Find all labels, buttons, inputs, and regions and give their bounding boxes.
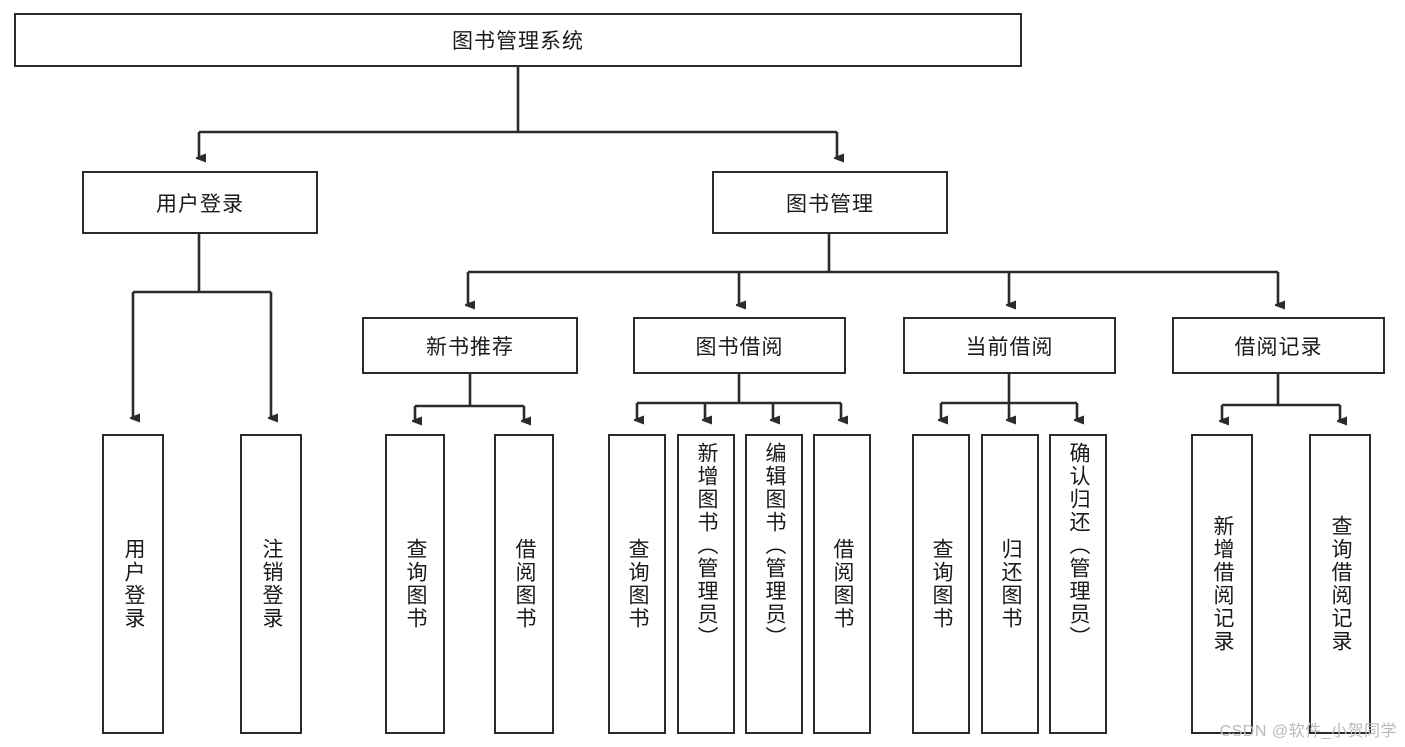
leaf-add-book-admin[interactable]: 新增图书（管理员）: [677, 434, 735, 734]
leaf-query-book-current[interactable]: 查询图书: [912, 434, 970, 734]
leaf-return-book[interactable]: 归还图书: [981, 434, 1039, 734]
node-label: 确认归还（管理员）: [1067, 442, 1091, 649]
node-label: 用户登录: [156, 192, 244, 216]
node-borrow-record[interactable]: 借阅记录: [1172, 317, 1385, 374]
leaf-borrow-book-recommend[interactable]: 借阅图书: [494, 434, 554, 734]
node-label: 新增借阅记录: [1211, 515, 1235, 653]
node-label: 当前借阅: [965, 335, 1054, 359]
node-label: 新书推荐: [426, 335, 514, 359]
csdn-watermark: CSDN @软件_小贺同学: [1219, 723, 1397, 740]
leaf-edit-book-admin[interactable]: 编辑图书（管理员）: [745, 434, 803, 734]
node-label: 注销登录: [260, 538, 284, 630]
leaf-query-book-borrow[interactable]: 查询图书: [608, 434, 666, 734]
node-label: 查询图书: [930, 538, 954, 630]
node-label: 用户登录: [122, 538, 146, 630]
node-label: 图书管理系统: [452, 30, 584, 53]
node-book-management[interactable]: 图书管理: [712, 171, 948, 234]
node-root-book-management-system[interactable]: 图书管理系统: [14, 13, 1022, 67]
node-book-borrow[interactable]: 图书借阅: [633, 317, 846, 374]
node-label: 新增图书（管理员）: [695, 442, 719, 649]
leaf-query-borrow-record[interactable]: 查询借阅记录: [1309, 434, 1371, 734]
leaf-user-login[interactable]: 用户登录: [102, 434, 164, 734]
leaf-confirm-return-admin[interactable]: 确认归还（管理员）: [1049, 434, 1107, 734]
node-new-book-recommend[interactable]: 新书推荐: [362, 317, 578, 374]
node-label: 借阅记录: [1234, 335, 1323, 359]
node-label: 查询借阅记录: [1329, 515, 1353, 653]
node-label: 编辑图书（管理员）: [763, 442, 787, 649]
leaf-query-book-recommend[interactable]: 查询图书: [385, 434, 445, 734]
node-user-login[interactable]: 用户登录: [82, 171, 318, 234]
node-label: 借阅图书: [831, 538, 855, 630]
node-label: 图书管理: [786, 192, 874, 216]
node-current-borrow[interactable]: 当前借阅: [903, 317, 1116, 374]
node-label: 查询图书: [404, 538, 428, 630]
node-label: 借阅图书: [513, 538, 537, 630]
leaf-logout-login[interactable]: 注销登录: [240, 434, 302, 734]
node-label: 图书借阅: [695, 335, 784, 359]
node-label: 归还图书: [999, 538, 1023, 630]
node-label: 查询图书: [626, 538, 650, 630]
leaf-borrow-book[interactable]: 借阅图书: [813, 434, 871, 734]
leaf-add-borrow-record[interactable]: 新增借阅记录: [1191, 434, 1253, 734]
